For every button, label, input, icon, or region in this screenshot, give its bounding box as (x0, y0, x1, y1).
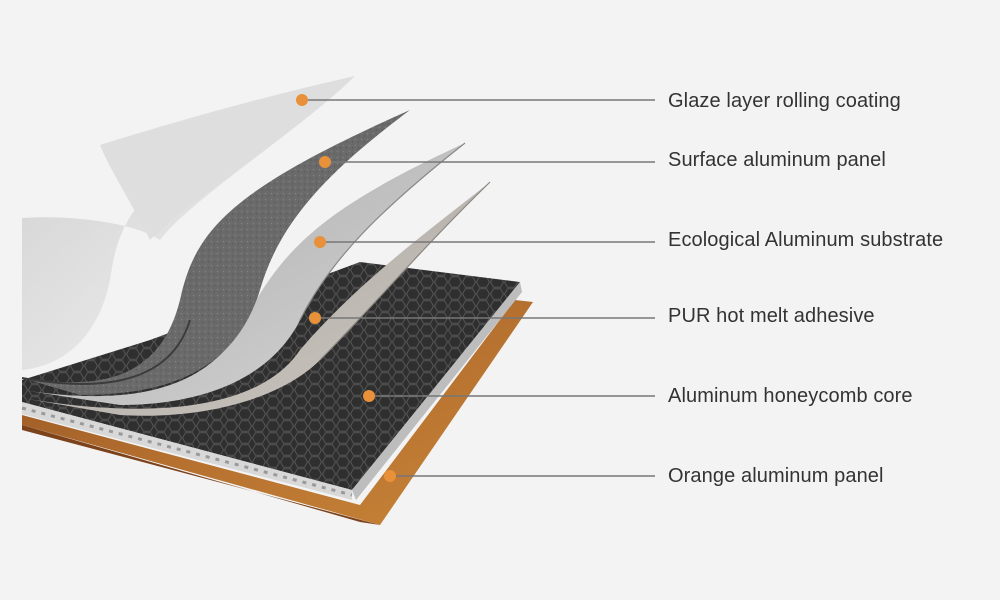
label-pur-hot-melt-adhesive: PUR hot melt adhesive (668, 305, 875, 327)
pur-hot-melt-adhesive-layer (22, 181, 491, 416)
aluminum-honeycomb-core-layer (21, 262, 522, 500)
ecological-aluminum-substrate-layer (22, 142, 466, 405)
marker-dot-substrate (314, 236, 326, 248)
marker-dot-glaze (296, 94, 308, 106)
leader-lines (302, 99, 655, 477)
label-aluminum-honeycomb-core: Aluminum honeycomb core (668, 385, 913, 407)
marker-dot-adhesive (309, 312, 321, 324)
marker-dot-honeycomb (363, 390, 375, 402)
orange-aluminum-panel-layer (22, 300, 533, 525)
label-glaze-layer: Glaze layer rolling coating (668, 90, 901, 112)
marker-dot-orange (384, 470, 396, 482)
marker-dots (296, 94, 396, 482)
glaze-layer-rolling-coating-layer (22, 76, 355, 370)
label-surface-aluminum-panel: Surface aluminum panel (668, 149, 886, 171)
label-ecological-aluminum-substrate: Ecological Aluminum substrate (668, 229, 944, 251)
label-orange-aluminum-panel: Orange aluminum panel (668, 465, 884, 487)
marker-dot-surface (319, 156, 331, 168)
surface-aluminum-panel-layer (21, 110, 410, 395)
